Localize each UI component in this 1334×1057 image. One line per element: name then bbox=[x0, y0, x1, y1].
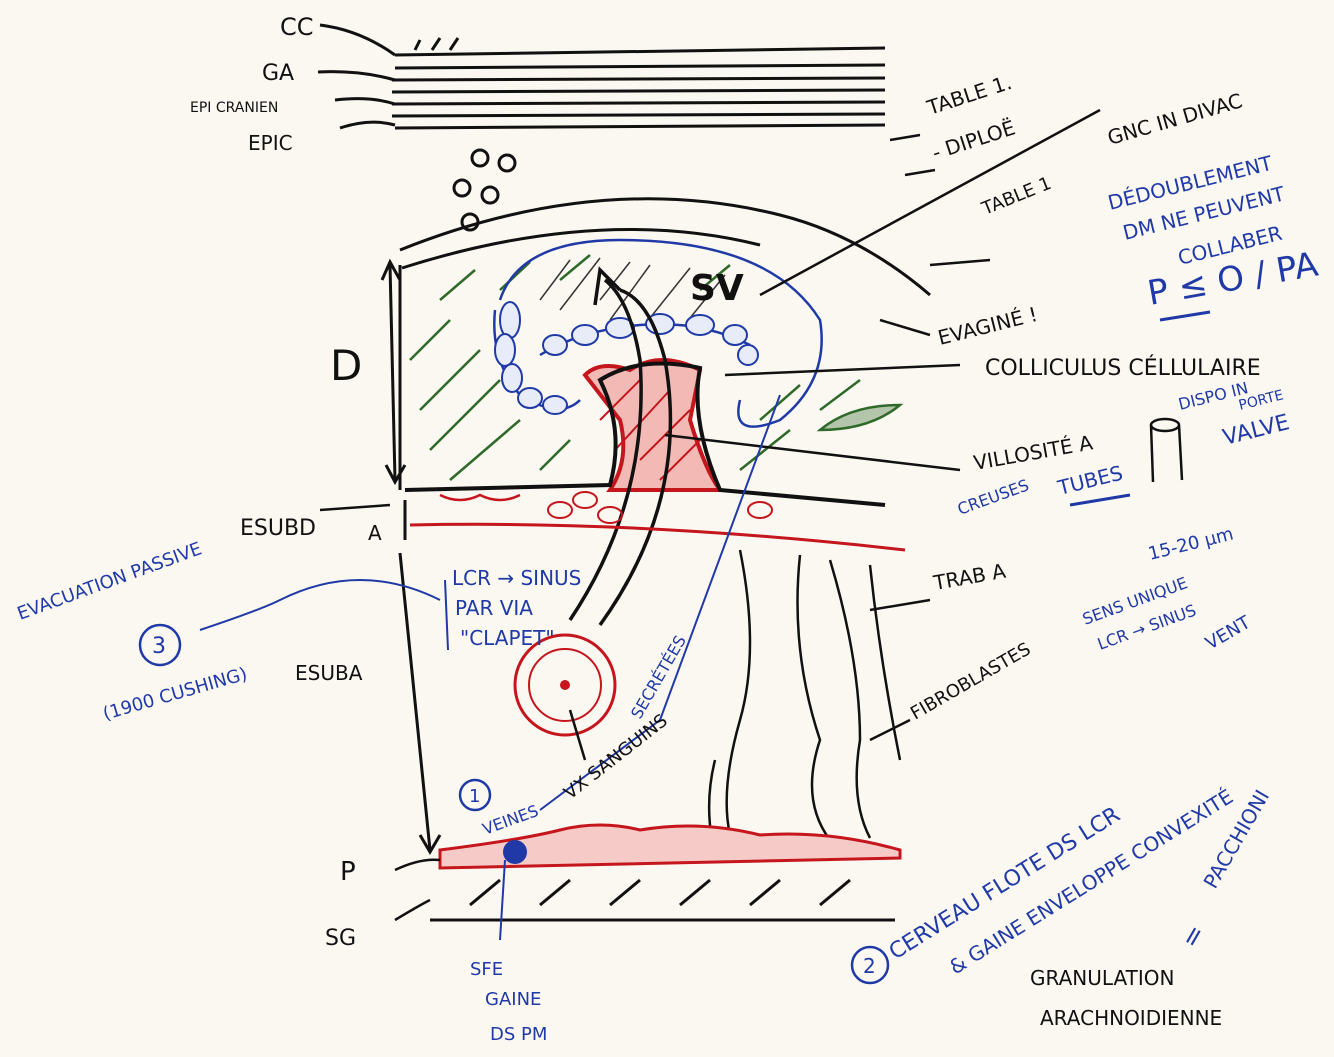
note-tubes: TUBES bbox=[1054, 461, 1125, 500]
blood-vessel bbox=[515, 635, 615, 735]
note-three: 3 bbox=[152, 634, 166, 659]
label-esuba: ESUBA bbox=[295, 661, 363, 685]
grey-matter bbox=[430, 880, 895, 920]
tube-icon bbox=[1151, 419, 1182, 482]
label-cc: CC bbox=[280, 13, 314, 41]
label-table1b: TABLE 1 bbox=[978, 173, 1054, 220]
note-valve: VALVE bbox=[1220, 410, 1292, 451]
dimension-arrows bbox=[382, 262, 440, 852]
label-trab: TRAB A bbox=[931, 559, 1008, 595]
note-creuses: CREUSES bbox=[955, 475, 1032, 518]
label-diploe: - DIPLOË bbox=[929, 115, 1018, 164]
label-sv: SV bbox=[690, 268, 744, 309]
label-table1: TABLE 1. bbox=[923, 70, 1014, 120]
tubes-underline bbox=[1070, 495, 1130, 505]
arachnoid-trabeculae bbox=[709, 550, 900, 840]
note-two: 2 bbox=[863, 954, 876, 978]
note-cushing: (1900 CUSHING) bbox=[101, 664, 250, 725]
note-lcr-1: LCR → SINUS bbox=[452, 566, 581, 590]
label-a: A bbox=[368, 521, 382, 545]
blue-annotations: DÉDOUBLEMENT DM NE PEUVENT COLLABER P ≤ … bbox=[15, 151, 1321, 1045]
label-epic: EPIC bbox=[248, 131, 293, 155]
note-vent: VENT bbox=[1202, 612, 1255, 655]
note-secretes: SECRÉTÉES bbox=[627, 632, 690, 722]
label-granulation-1: GRANULATION bbox=[1030, 966, 1174, 990]
scalp-layers bbox=[318, 25, 885, 128]
pia-mater bbox=[440, 825, 900, 868]
label-granulation-2: ARACHNOIDIENNE bbox=[1040, 1006, 1222, 1030]
label-p: P bbox=[340, 857, 356, 887]
label-evagine: EVAGINÉ ! bbox=[935, 302, 1040, 350]
label-vx-sanguins: VX SANGUINS bbox=[560, 710, 672, 804]
note-equal: = bbox=[1175, 920, 1212, 954]
label-villosite: VILLOSITÉ A bbox=[972, 430, 1095, 475]
label-colliculus: COLLICULUS CÉLLULAIRE bbox=[985, 355, 1261, 381]
label-fibroblastes: FIBROBLASTES bbox=[907, 639, 1034, 725]
diploe-bubbles bbox=[454, 150, 515, 230]
note-veines: VEINES bbox=[480, 801, 541, 839]
note-one: 1 bbox=[469, 786, 480, 807]
note-sfe-3: DS PM bbox=[490, 1024, 547, 1045]
note-sfe-2: GAINE bbox=[485, 989, 541, 1010]
label-sg: SG bbox=[325, 926, 356, 951]
note-size: 15-20 µm bbox=[1146, 523, 1236, 564]
label-epicranien: EPI CRANIEN bbox=[190, 100, 278, 116]
label-ga: GA bbox=[262, 61, 294, 86]
note-lcr-2: PAR VIA bbox=[455, 596, 533, 620]
note-sfe-1: SFE bbox=[470, 959, 503, 980]
note-lcr-3: "CLAPET" bbox=[460, 626, 555, 650]
pressure-underline bbox=[1160, 312, 1210, 320]
label-esubd: ESUBD bbox=[240, 516, 316, 541]
label-gcitn: GNC IN DIVAC bbox=[1105, 88, 1245, 149]
note-evacuation: EVACUATION PASSIVE bbox=[15, 538, 205, 624]
label-d: D bbox=[330, 341, 362, 390]
